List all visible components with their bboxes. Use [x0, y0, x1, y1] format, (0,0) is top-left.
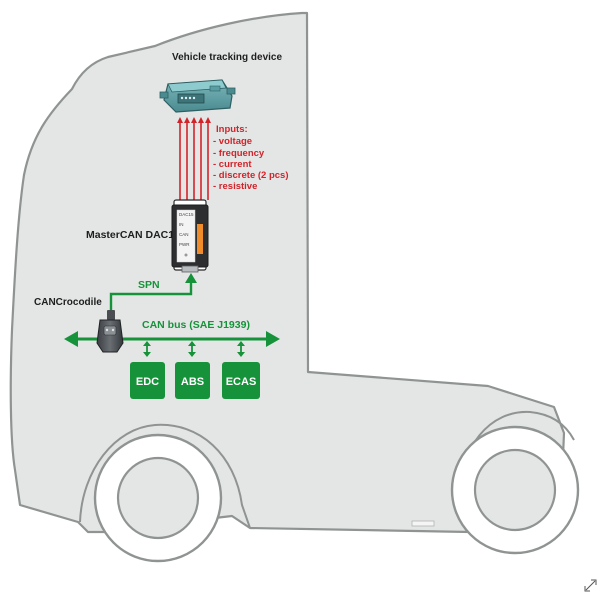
svg-text:DAC15: DAC15 [179, 212, 194, 217]
crocodile-label: CANCrocodile [34, 297, 102, 308]
ecu-edc: EDC [130, 362, 165, 399]
input-item: - voltage [213, 136, 252, 147]
inputs-list: Inputs: - voltage - frequency - current … [213, 124, 289, 192]
tracking-device-icon [159, 79, 236, 113]
input-arrows [177, 117, 211, 200]
spn-label: SPN [138, 279, 160, 291]
front-wheel-arch [79, 423, 251, 529]
tracker-label: Vehicle tracking device [172, 52, 282, 63]
ecu-label: ECAS [226, 376, 257, 388]
truck-cab-body [9, 11, 566, 534]
expand-arrows-icon[interactable] [584, 579, 597, 592]
svg-text:CAN: CAN [179, 232, 189, 237]
svg-text:PWR: PWR [179, 242, 190, 247]
ecu-connector-arrows [143, 341, 245, 357]
dac-label: MasterCAN DAC15 [86, 229, 180, 241]
svg-text:IN: IN [179, 222, 184, 227]
chassis-detail [411, 520, 435, 527]
cancrocodile-reader-icon [96, 310, 124, 353]
ecu-label: EDC [136, 376, 159, 388]
spn-arrowhead [185, 273, 197, 283]
inputs-title: Inputs: [216, 124, 248, 135]
dac-module-icon: DAC15 IN CAN PWR [171, 199, 209, 273]
ecu-ecas: ECAS [222, 362, 260, 399]
spn-line [109, 281, 193, 313]
input-item: - current [213, 159, 252, 170]
input-item: - resistive [213, 181, 257, 192]
ecu-label: ABS [181, 376, 204, 388]
input-item: - frequency [213, 148, 265, 159]
canbus-label: CAN bus (SAE J1939) [142, 319, 250, 331]
front-wheel [93, 433, 223, 563]
rear-wheel [450, 425, 580, 555]
ecu-abs: ABS [175, 362, 210, 399]
input-item: - discrete (2 pcs) [213, 170, 289, 181]
